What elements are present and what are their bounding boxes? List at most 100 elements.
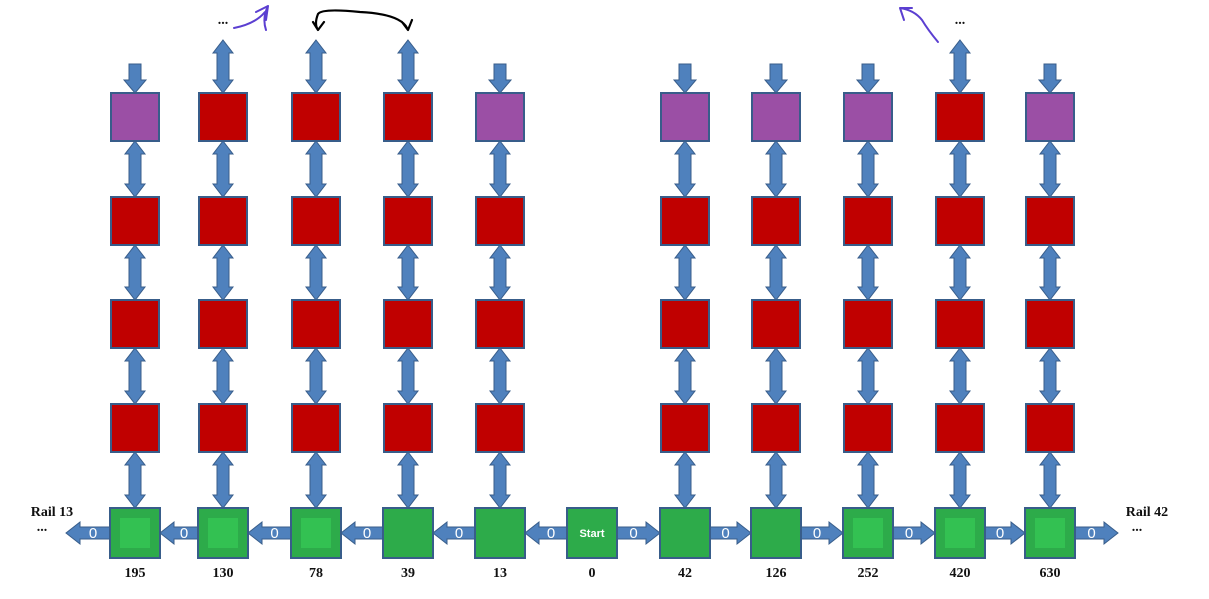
vertical-double-arrow (948, 451, 972, 509)
horizontal-arrow-right-end (1074, 520, 1119, 546)
horizontal-arrow-left (247, 520, 292, 546)
vertical-double-arrow (123, 140, 147, 198)
horizontal-arrow-left-end (65, 520, 111, 546)
vertical-double-arrow (673, 451, 697, 509)
top-down-arrow (855, 63, 881, 94)
vertical-double-arrow (673, 347, 697, 405)
vertical-double-arrow (948, 140, 972, 198)
vertical-double-arrow (123, 347, 147, 405)
vertical-double-arrow (948, 244, 972, 301)
vertical-double-arrow (764, 244, 788, 301)
vertical-double-arrow (488, 451, 512, 509)
top-double-arrow (948, 39, 972, 94)
vertical-double-arrow (856, 451, 880, 509)
sketch-swap-curve (311, 9, 414, 32)
top-down-arrow (763, 63, 789, 94)
start-node-label: Start (579, 528, 604, 540)
edge-weight-label: 0 (363, 525, 371, 542)
vertical-double-arrow (211, 140, 235, 198)
red-node (383, 92, 433, 142)
rail-position-label: 630 (1040, 566, 1061, 581)
rail-left-ellipsis: ... (37, 520, 48, 535)
red-node (475, 403, 525, 453)
purple-node (110, 92, 160, 142)
top-ellipsis: ... (218, 13, 229, 28)
vertical-double-arrow (856, 140, 880, 198)
edge-weight-label: 0 (455, 525, 463, 542)
vertical-double-arrow (1038, 451, 1062, 509)
red-node (935, 403, 985, 453)
red-node (291, 196, 341, 246)
edge-weight-label: 0 (721, 525, 729, 542)
rail-position-label: 195 (125, 566, 146, 581)
vertical-double-arrow (488, 140, 512, 198)
green-node (659, 507, 711, 559)
red-node (751, 403, 801, 453)
horizontal-arrow-left (159, 520, 199, 546)
red-node (110, 299, 160, 349)
edge-weight-label: 0 (270, 525, 278, 542)
vertical-double-arrow (856, 347, 880, 405)
horizontal-arrow-left (340, 520, 384, 546)
horizontal-arrow-right (984, 520, 1026, 546)
red-node (1025, 196, 1075, 246)
rail-position-label: 42 (678, 566, 692, 581)
vertical-double-arrow (1038, 347, 1062, 405)
red-node (660, 403, 710, 453)
rail-position-label: 420 (950, 566, 971, 581)
sketch-arrow-left-top (233, 5, 269, 31)
green-node (934, 507, 986, 559)
green-node-inner (301, 518, 331, 548)
vertical-double-arrow (488, 244, 512, 301)
red-node (110, 196, 160, 246)
vertical-double-arrow (211, 451, 235, 509)
vertical-double-arrow (396, 244, 420, 301)
red-node (198, 196, 248, 246)
rail-left-label: Rail 13 (31, 505, 73, 520)
vertical-double-arrow (1038, 244, 1062, 301)
edge-weight-label: 0 (180, 525, 188, 542)
vertical-double-arrow (304, 451, 328, 509)
vertical-double-arrow (1038, 140, 1062, 198)
green-node-inner (853, 518, 883, 548)
vertical-double-arrow (211, 244, 235, 301)
green-node (382, 507, 434, 559)
purple-node (660, 92, 710, 142)
vertical-double-arrow (304, 347, 328, 405)
red-node (198, 92, 248, 142)
red-node (935, 92, 985, 142)
green-node-inner (1035, 518, 1065, 548)
red-node (475, 299, 525, 349)
red-node (198, 403, 248, 453)
red-node (1025, 299, 1075, 349)
red-node (291, 403, 341, 453)
rail-position-label: 78 (309, 566, 323, 581)
edge-weight-label: 0 (813, 525, 821, 542)
top-double-arrow (211, 39, 235, 94)
top-double-arrow (396, 39, 420, 94)
green-node (1024, 507, 1076, 559)
vertical-double-arrow (123, 244, 147, 301)
red-node (751, 299, 801, 349)
vertical-double-arrow (856, 244, 880, 301)
vertical-double-arrow (123, 451, 147, 509)
vertical-double-arrow (764, 451, 788, 509)
vertical-double-arrow (488, 347, 512, 405)
rail-position-label: 39 (401, 566, 415, 581)
vertical-double-arrow (764, 140, 788, 198)
edge-weight-label: 0 (629, 525, 637, 542)
rail-position-label: 126 (766, 566, 787, 581)
red-node (110, 403, 160, 453)
red-node (751, 196, 801, 246)
edge-weight-label: 0 (905, 525, 913, 542)
red-node (660, 299, 710, 349)
vertical-double-arrow (396, 451, 420, 509)
rail-right-ellipsis: ... (1132, 520, 1143, 535)
horizontal-arrow-right (616, 520, 661, 546)
edge-weight-label: 0 (547, 525, 555, 542)
purple-node (843, 92, 893, 142)
red-node (383, 299, 433, 349)
top-down-arrow (1037, 63, 1063, 94)
vertical-double-arrow (764, 347, 788, 405)
